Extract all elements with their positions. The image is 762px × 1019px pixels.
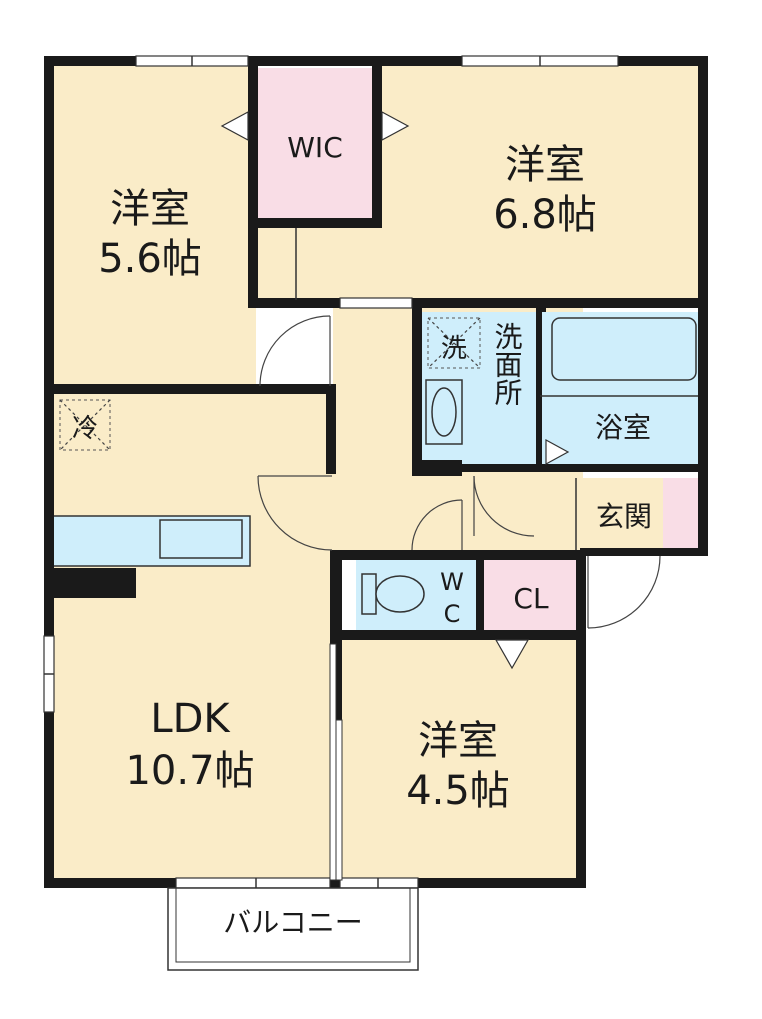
ldk-size: 10.7帖 [125,748,254,794]
fridge-label: 冷 [72,414,98,444]
closet-arrows [220,110,570,670]
ldk-name: LDK [150,696,231,742]
sliding-door[interactable] [329,643,343,881]
toilet-name-line1: W [440,568,464,596]
windows [43,55,619,889]
laundry-label: 洗 [441,334,467,364]
kitchen-sink [159,519,243,559]
bathtub [551,317,697,381]
closet-floor[interactable] [484,560,578,630]
bedroom-s-size: 4.5帖 [406,768,510,814]
bedroom-ne-size: 6.8帖 [493,192,597,238]
entrance-shoebox [663,478,698,548]
walls [44,56,708,888]
bedroom-ne-floor[interactable] [374,62,704,302]
toilet-fixture [361,573,425,615]
bathroom-name: 浴室 [595,411,651,444]
entrance-floor[interactable] [583,478,663,548]
laundry-space [427,317,481,369]
bedroom-s-floor[interactable] [340,640,580,880]
ldk-floor[interactable] [50,390,333,880]
bedroom-ne-name: 洋室 [505,142,585,188]
bedroom-nw-size: 5.6帖 [98,236,202,282]
washroom-name: 洗面所 [491,322,524,406]
balcony[interactable] [167,887,419,971]
balcony-name: バルコニー [223,906,362,939]
bedroom-nw-floor[interactable] [50,62,256,390]
door-swings [257,315,661,629]
bedroom-nw-name: 洋室 [110,186,190,232]
toilet-name-line2: C [444,600,461,628]
entrance-name: 玄関 [596,500,652,533]
wic-corridor-floor [256,223,374,302]
wic-floor[interactable] [256,68,374,223]
washbasin [425,379,463,445]
wic-name: WIC [287,131,343,164]
closet-name: CL [513,582,549,615]
bedroom-s-name: 洋室 [418,718,498,764]
fridge-space [59,399,111,451]
